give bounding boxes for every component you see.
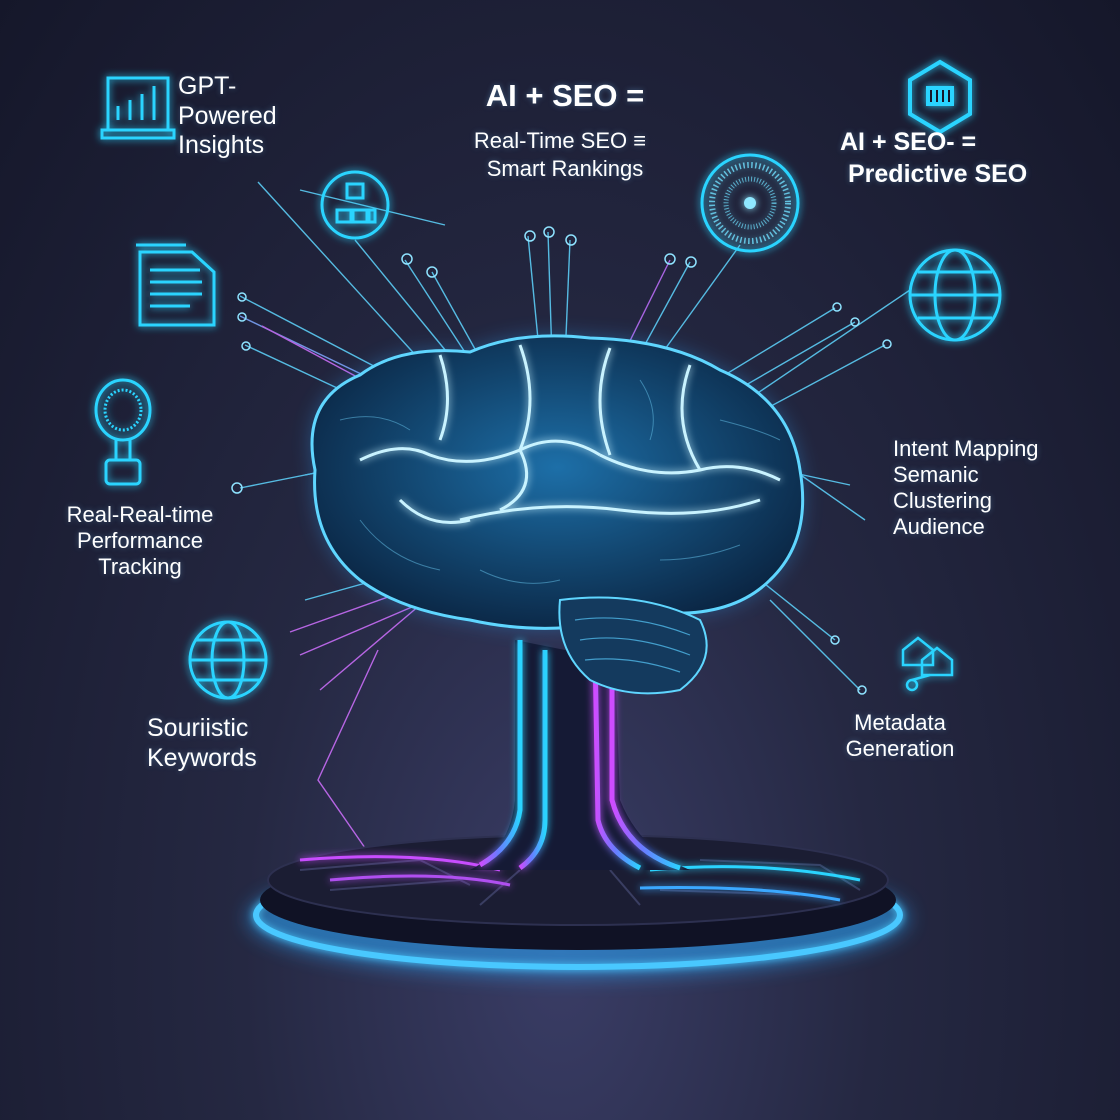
platform-base bbox=[248, 834, 908, 976]
brain bbox=[310, 334, 805, 695]
performance-tracking-label: Real-Real-time Performance Tracking bbox=[66, 502, 214, 579]
house-network-icon bbox=[901, 636, 954, 692]
header-title: AI + SEO = bbox=[485, 78, 645, 113]
world-grid-icon bbox=[908, 248, 1002, 342]
header-subtitle-line1: Real-Time SEO ≡ bbox=[473, 128, 647, 153]
header-subtitle-line2: Smart Rankings bbox=[486, 156, 644, 181]
connection-nodes bbox=[231, 226, 892, 695]
gpt-insights-label: GPT- Powered Insights bbox=[178, 72, 277, 159]
intent-mapping-label: Intent Mapping Semanic Clustering Audien… bbox=[893, 436, 1039, 539]
globe-icon bbox=[188, 620, 268, 700]
predictive-title-label: AI + SEO- = bbox=[840, 128, 977, 156]
network-blocks-icon bbox=[320, 170, 390, 240]
microphone-icon bbox=[94, 378, 152, 486]
metadata-generation-label: Metadata Generation bbox=[845, 710, 955, 761]
brain-stem-trunk bbox=[470, 640, 690, 871]
hexagon-chip-icon bbox=[908, 59, 972, 135]
predictive-sub-label: Predictive SEO bbox=[848, 160, 1028, 188]
circuit-disc-icon bbox=[700, 153, 800, 253]
keywords-label: Souriistic Keywords bbox=[147, 714, 257, 772]
document-icon bbox=[136, 243, 216, 327]
bar-chart-monitor-icon bbox=[100, 76, 176, 140]
